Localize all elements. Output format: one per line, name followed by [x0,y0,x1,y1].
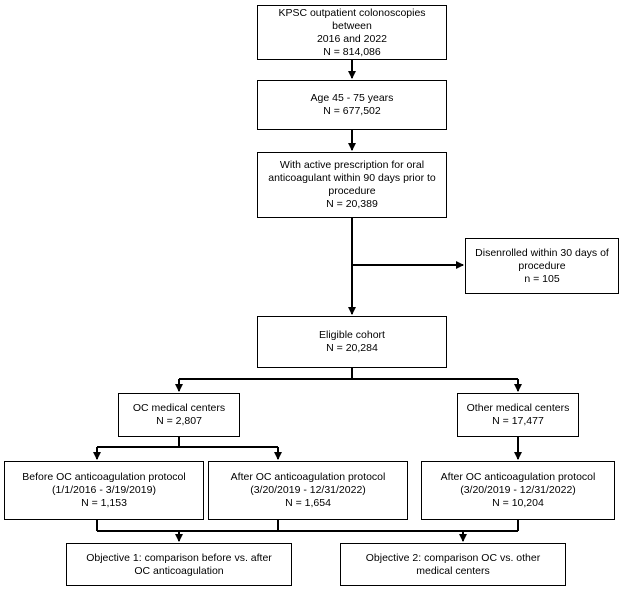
box-count: N = 20,389 [326,198,378,210]
box-text: With active prescription for oral [279,159,425,171]
box-text: Objective 1: comparison before vs. after [86,551,272,564]
box-text: Eligible cohort [319,329,385,341]
age-box: Age 45 - 75 years N = 677,502 [257,80,447,130]
box-count: N = 20,284 [326,342,378,354]
other-medical-centers-box: Other medical centers N = 17,477 [457,393,579,437]
objective-1-box: Objective 1: comparison before vs. after… [66,543,292,586]
box-text: OC medical centers [132,402,226,414]
box-text: (3/20/2019 - 12/31/2022) [460,484,576,496]
kpsc-colonoscopies-box: KPSC outpatient colonoscopies between 20… [257,5,447,60]
box-count: N = 1,654 [285,497,331,509]
box-text: After OC anticoagulation protocol [440,471,596,483]
box-text: anticoagulant within 90 days prior to [268,172,436,184]
anticoagulant-prescription-box: With active prescription for oral antico… [257,152,447,218]
after-protocol-oc-box: After OC anticoagulation protocol (3/20/… [208,461,408,520]
box-text: OC anticoagulation [134,564,224,577]
after-protocol-other-box: After OC anticoagulation protocol (3/20/… [421,461,615,520]
box-text: procedure [518,259,566,272]
box-text: 2016 and 2022 [316,32,388,45]
before-protocol-box: Before OC anticoagulation protocol (1/1/… [4,461,204,520]
box-text: Age 45 - 75 years [310,92,394,104]
box-text: (1/1/2016 - 3/19/2019) [52,484,156,496]
box-count: N = 814,086 [323,45,381,58]
box-text: Before OC anticoagulation protocol [22,471,186,483]
box-count: N = 17,477 [492,415,544,427]
disenrolled-box: Disenrolled within 30 days of procedure … [465,238,619,294]
box-text: Disenrolled within 30 days of [475,246,609,259]
box-text: Objective 2: comparison OC vs. other [365,551,541,564]
box-count: N = 10,204 [492,497,544,509]
box-count: N = 1,153 [81,497,127,509]
box-text: KPSC outpatient colonoscopies between [278,6,426,32]
box-count: N = 677,502 [323,105,381,117]
box-count: N = 2,807 [156,415,202,427]
box-text: (3/20/2019 - 12/31/2022) [250,484,366,496]
box-text: medical centers [416,564,490,577]
box-count: n = 105 [524,272,560,285]
box-text: Other medical centers [466,402,570,414]
objective-2-box: Objective 2: comparison OC vs. other med… [340,543,566,586]
box-text: After OC anticoagulation protocol [230,471,386,483]
box-text: procedure [328,185,376,197]
eligible-cohort-box: Eligible cohort N = 20,284 [257,316,447,368]
oc-medical-centers-box: OC medical centers N = 2,807 [118,393,240,437]
